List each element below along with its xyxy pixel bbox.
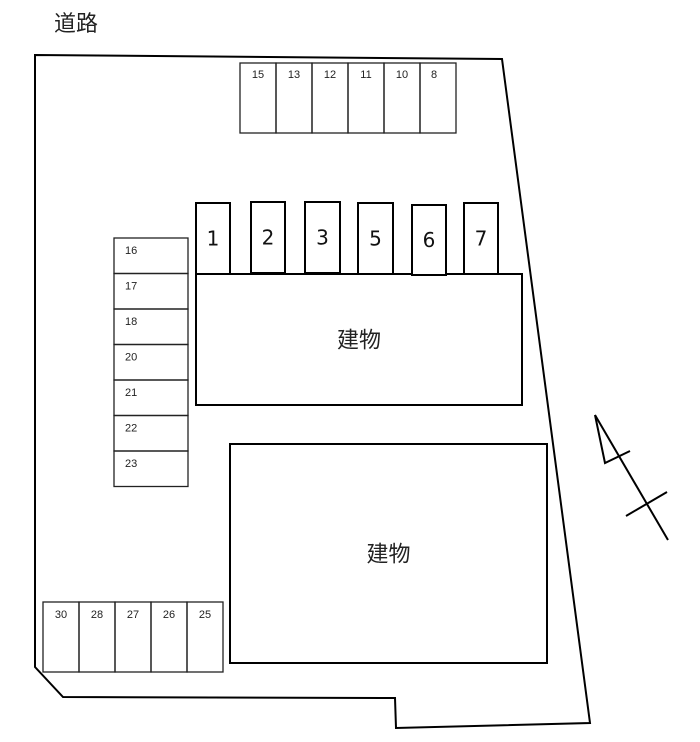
space-number: 18	[125, 316, 137, 328]
space-number: 22	[125, 423, 137, 435]
space-number: 30	[55, 609, 67, 621]
parking-space	[250, 201, 286, 274]
space-number: 10	[396, 69, 408, 81]
space-number: 28	[91, 609, 103, 621]
space-number: 11	[360, 69, 371, 81]
space-number: 16	[125, 245, 137, 257]
space-number: 6	[423, 228, 436, 252]
space-number: 20	[125, 352, 137, 364]
space-number: 12	[324, 69, 336, 81]
space-number: 26	[163, 609, 175, 621]
parking-space	[411, 204, 447, 276]
parking-space	[195, 202, 231, 275]
space-number: 5	[369, 227, 382, 251]
space-number: 2	[262, 226, 275, 250]
parking-space	[357, 202, 394, 275]
space-number: 1	[207, 227, 220, 251]
parking-space	[304, 201, 341, 274]
parking-space	[419, 62, 457, 134]
space-number: 21	[125, 387, 137, 399]
north-arrow-icon	[594, 414, 669, 541]
space-number: 3	[316, 226, 329, 250]
site-boundary	[34, 53, 592, 730]
space-number: 8	[431, 69, 437, 81]
space-number: 13	[288, 69, 300, 81]
parking-left-column: 16 17 18 20 21 22 23	[113, 237, 189, 488]
parking-building-front: 1 2 3 5 6 7	[195, 201, 499, 276]
space-number: 7	[475, 227, 488, 251]
parking-top-row: 15 13 12 11 10 8	[239, 62, 457, 134]
building-label: 建物	[366, 543, 410, 568]
road-label: 道路	[54, 12, 99, 37]
parking-bottom-row: 30 28 27 26 25	[42, 601, 224, 673]
space-number: 17	[125, 281, 137, 293]
space-number: 27	[127, 609, 139, 621]
space-number: 23	[125, 458, 137, 470]
parking-space	[113, 450, 189, 488]
building-2	[229, 443, 548, 664]
space-number: 25	[199, 609, 211, 621]
parking-space	[463, 202, 499, 275]
parking-space	[186, 601, 224, 673]
space-number: 15	[252, 69, 264, 81]
building-label: 建物	[337, 329, 381, 354]
